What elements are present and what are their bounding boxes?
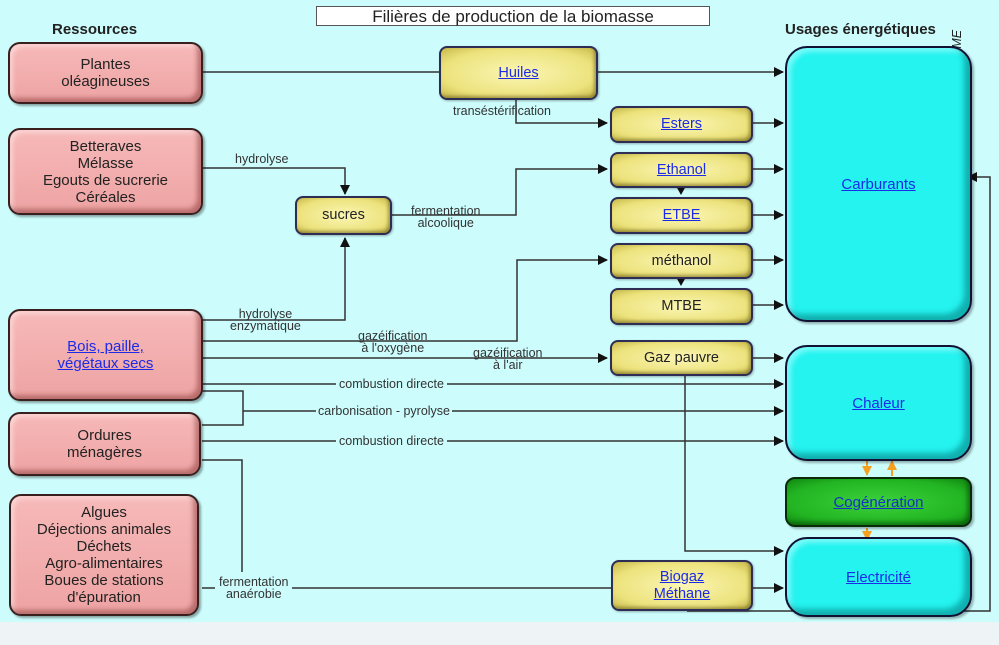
uses-heading: Usages énergétiques <box>785 21 936 38</box>
label-line: anaérobie <box>225 587 282 601</box>
node-huiles[interactable]: Huiles <box>439 46 598 100</box>
label-hydrolyse: hydrolyse <box>235 152 289 166</box>
resource-algues-dejections: Algues Déjections animales Déchets Agro-… <box>9 494 199 616</box>
use-electricite[interactable]: Electricité <box>785 537 972 617</box>
connector-gazpauvre-electricite <box>684 373 784 556</box>
node-biogaz-methane[interactable]: Biogaz Méthane <box>611 560 753 611</box>
label-transesterification: transéstérification <box>453 104 551 118</box>
resource-line: Agro-alimentaires <box>45 555 163 572</box>
label-line: enzymatique <box>230 319 301 333</box>
resource-line: Boues de stations <box>44 572 164 589</box>
connector-bois-sucres <box>202 237 350 321</box>
resource-line: Déjections animales <box>36 521 172 538</box>
diagram-canvas: Filières de production de la biomasse Re… <box>0 0 999 622</box>
cogeneration-link[interactable]: Cogénération <box>833 493 924 511</box>
resource-line: Algues <box>81 504 127 521</box>
resource-betteraves: Betteraves Mélasse Egouts de sucrerie Cé… <box>8 128 203 215</box>
node-mtbe: MTBE <box>610 288 753 325</box>
label-combustion-directe-1: combustion directe <box>336 378 447 390</box>
resource-plantes-oleagineuses: Plantes oléagineuses <box>8 42 203 104</box>
connector-huiles-esters <box>515 100 608 128</box>
resource-line: Egouts de sucrerie <box>42 171 169 189</box>
label-line: à l'air <box>493 358 523 372</box>
node-sucres: sucres <box>295 196 392 235</box>
gaz-pauvre-label: Gaz pauvre <box>644 349 719 366</box>
resource-ordures-menageres: Ordures ménagères <box>8 412 201 476</box>
huiles-link[interactable]: Huiles <box>498 64 539 81</box>
resource-line: Ordures <box>77 427 132 444</box>
diagram-title: Filières de production de la biomasse <box>316 6 710 26</box>
label-line: gazéification <box>473 346 543 360</box>
sucres-label: sucres <box>322 207 365 223</box>
node-methanol: méthanol <box>610 243 753 279</box>
node-gaz-pauvre: Gaz pauvre <box>610 340 753 376</box>
resource-line: ménagères <box>66 444 143 461</box>
label-line: alcoolique <box>417 216 474 230</box>
connector-bois-methanol <box>202 255 608 342</box>
methanol-label: méthanol <box>651 252 712 269</box>
chaleur-link[interactable]: Chaleur <box>852 394 905 412</box>
ethanol-link[interactable]: Ethanol <box>656 161 707 178</box>
node-esters[interactable]: Esters <box>610 106 753 143</box>
carburants-link[interactable]: Carburants <box>841 175 916 193</box>
resource-line: Céréales <box>75 188 136 206</box>
resource-line: Mélasse <box>77 154 134 172</box>
use-cogeneration[interactable]: Cogénération <box>785 477 972 527</box>
methane-link[interactable]: Méthane <box>653 585 711 602</box>
label-line: gazéification <box>358 329 428 343</box>
arrow-ethanol-etbe <box>676 186 686 195</box>
resource-bois-paille[interactable]: Bois, paille, végétaux secs <box>8 309 203 401</box>
label-line: à l'oxygène <box>361 341 425 355</box>
label-line: fermentation <box>219 575 289 589</box>
connector-carbonisation-bracket <box>202 390 244 426</box>
label-fermentation-anaerobie: fermentation anaérobie <box>215 575 293 601</box>
label-hydrolyse-enzymatique: hydrolyse enzymatique <box>230 307 301 333</box>
connector-layer <box>202 67 991 612</box>
resource-line: d'épuration <box>67 589 141 606</box>
label-combustion-directe-2: combustion directe <box>336 435 447 447</box>
electricite-link[interactable]: Electricité <box>845 568 912 586</box>
label-gazeification-air: gazéification à l'air <box>473 346 543 372</box>
connector-betteraves-sucres <box>202 167 350 195</box>
resource-line: Betteraves <box>69 137 142 155</box>
use-carburants[interactable]: Carburants <box>785 46 972 322</box>
label-line: fermentation <box>411 204 481 218</box>
resource-bois-link-line1[interactable]: Bois, paille, <box>67 338 144 355</box>
resources-heading: Ressources <box>52 21 138 38</box>
resource-bois-link-line2[interactable]: végétaux secs <box>57 355 154 372</box>
connector-sucres-ethanol <box>392 164 608 216</box>
use-chaleur[interactable]: Chaleur <box>785 345 972 461</box>
label-line: hydrolyse <box>238 307 293 321</box>
arrow-methanol-mtbe <box>676 277 686 286</box>
label-gazeification-oxygene: gazéification à l'oxygène <box>358 329 428 355</box>
connector-ordures-biogaz <box>202 459 243 572</box>
node-etbe[interactable]: ETBE <box>610 197 753 234</box>
resource-line: Déchets <box>76 538 132 555</box>
mtbe-label: MTBE <box>661 298 702 314</box>
resource-line: Plantes <box>80 56 131 73</box>
label-fermentation-alcoolique: fermentation alcoolique <box>411 204 481 230</box>
label-carbonisation-pyrolyse: carbonisation - pyrolyse <box>316 404 453 418</box>
esters-link[interactable]: Esters <box>660 116 703 132</box>
biogaz-link[interactable]: Biogaz <box>659 568 705 585</box>
etbe-link[interactable]: ETBE <box>662 207 701 223</box>
resource-line: oléagineuses <box>61 73 150 90</box>
node-ethanol[interactable]: Ethanol <box>610 152 753 188</box>
